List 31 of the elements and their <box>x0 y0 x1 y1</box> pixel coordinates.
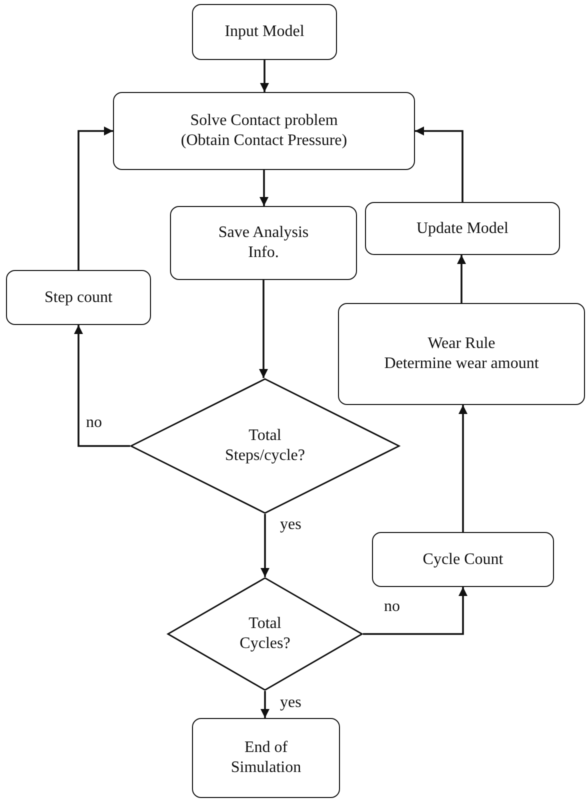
arrow <box>259 280 268 378</box>
arrow <box>260 170 268 206</box>
arrow <box>260 514 270 577</box>
node-label: Total Cycles? <box>238 614 292 654</box>
process-box <box>192 718 340 798</box>
process-box <box>170 206 357 280</box>
arrow <box>415 126 464 202</box>
arrow <box>457 255 466 303</box>
process-box <box>338 303 585 405</box>
node-label: Save Analysis Info. <box>217 223 310 263</box>
node-label: Wear Rule <box>428 334 496 354</box>
node-label: Determine wear amount <box>384 354 539 374</box>
arrow <box>458 405 468 532</box>
node-label: (Obtain Contact Pressure) <box>180 131 348 151</box>
arrow <box>363 587 468 635</box>
node-label: Cycle Count <box>422 550 504 570</box>
process-box <box>6 270 151 325</box>
arrow <box>74 325 130 447</box>
node-label: Step count <box>44 288 112 308</box>
node-label: End of Simulation <box>230 738 302 778</box>
process-box <box>113 92 415 170</box>
node-label: Input Model <box>224 22 304 42</box>
process-box <box>372 532 554 587</box>
node-label: Solve Contact problem <box>190 111 338 131</box>
node-label: Update Model <box>416 218 508 238</box>
process-box <box>365 202 560 255</box>
arrow <box>78 126 113 270</box>
process-box <box>192 4 337 60</box>
arrow <box>260 691 270 718</box>
node-label: Total Steps/cycle? <box>224 426 306 466</box>
arrow <box>260 60 269 92</box>
